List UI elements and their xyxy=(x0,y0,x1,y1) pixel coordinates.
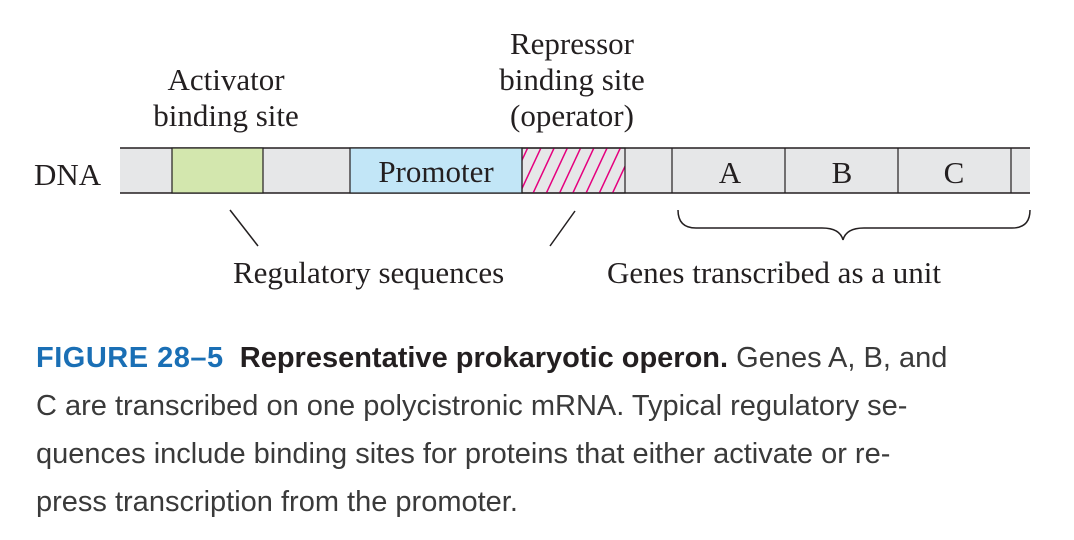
activator-binding-site-label: Activator binding site xyxy=(126,62,326,134)
repressor-binding-site-label: Repressor binding site (operator) xyxy=(462,26,682,134)
caption-line-1-rest: Genes A, B, and xyxy=(736,342,948,374)
repressor-label-line1: Repressor xyxy=(510,26,634,61)
gene-b-label: B xyxy=(832,155,853,190)
gene-c-label: C xyxy=(944,155,965,190)
regulatory-pointer-right xyxy=(549,210,576,247)
genes-brace xyxy=(677,209,1031,241)
figure-number: FIGURE 28–5 xyxy=(36,342,224,374)
operon-diagram: Promoter A B C xyxy=(120,147,1031,247)
activator-label-line1: Activator xyxy=(167,62,285,97)
repressor-label-line2: binding site xyxy=(499,62,645,97)
caption-line-4: press transcription from the promoter. xyxy=(36,486,518,518)
caption-line-1: FIGURE 28–5 Representative prokaryotic o… xyxy=(36,334,1036,382)
promoter-box xyxy=(349,147,523,194)
operator-box xyxy=(521,147,626,194)
repressor-label-line3: (operator) xyxy=(510,98,634,133)
activator-label-line2: binding site xyxy=(153,98,299,133)
dna-label: DNA xyxy=(34,157,102,192)
genes-transcribed-label: Genes transcribed as a unit xyxy=(607,255,941,290)
caption-line-2: C are transcribed on one polycistronic m… xyxy=(36,390,908,422)
promoter-label: Promoter xyxy=(378,154,494,189)
figure-caption: FIGURE 28–5 Representative prokaryotic o… xyxy=(36,334,1036,526)
caption-line-3: quences include binding sites for protei… xyxy=(36,438,891,470)
figure-title: Representative prokaryotic operon. xyxy=(239,342,729,374)
activator-binding-site-box xyxy=(171,147,264,194)
gene-a-label: A xyxy=(719,155,742,190)
regulatory-pointer-left xyxy=(229,209,259,247)
regulatory-sequences-label: Regulatory sequences xyxy=(233,255,505,290)
